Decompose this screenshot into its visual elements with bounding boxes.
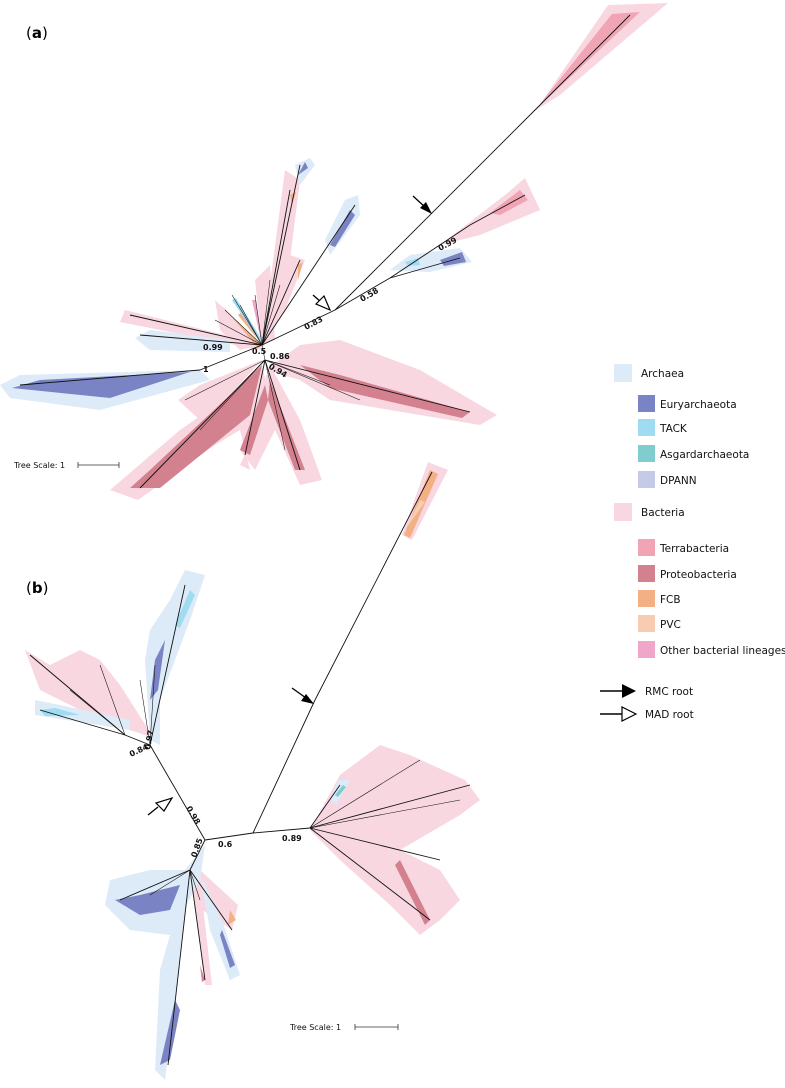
legend-label-other-bacterial-lineages: Other bacterial lineages — [660, 645, 785, 657]
legend-label-fcb: FCB — [660, 594, 681, 606]
panel-b-mad-root-arrow — [147, 796, 174, 816]
panel-b-branches — [29, 471, 471, 1066]
legend-swatch-fcb — [638, 590, 655, 607]
legend-swatch-proteobacteria — [638, 565, 655, 582]
legend-label-terrabacteria: Terrabacteria — [659, 543, 729, 555]
panel-a-scale-label: Tree Scale: 1 — [13, 461, 65, 470]
support-b-0-89: 0.89 — [282, 834, 302, 843]
support-b-0-6: 0.6 — [218, 840, 233, 849]
support-a-0-83: 0.83 — [303, 315, 325, 332]
support-a-0-86: 0.86 — [270, 352, 290, 361]
panel-a-bacteria-shading — [110, 3, 668, 500]
panel-b-scale-bar: Tree Scale: 1 — [289, 1023, 399, 1032]
legend-swatch-asgardarchaeota — [638, 445, 655, 462]
legend-swatch-pvc — [638, 615, 655, 632]
support-b-0-97: 0.97 — [143, 729, 155, 750]
panel-b-rmc-root-arrow — [291, 687, 314, 704]
legend-label-asgardarchaeota: Asgardarchaeota — [660, 449, 749, 461]
legend-label-bacteria: Bacteria — [641, 507, 685, 519]
legend-swatch-other-bacterial-lineages — [638, 641, 655, 658]
panel-a: (a) — [0, 3, 668, 500]
panel-a-group-wedges — [12, 12, 640, 488]
legend-label-proteobacteria: Proteobacteria — [660, 569, 737, 581]
legend-label-archaea: Archaea — [641, 368, 684, 380]
support-a-0-5: 0.5 — [252, 347, 267, 356]
legend: Archaea Euryarchaeota TACK Asgardarchaeo… — [600, 364, 785, 722]
panel-a-rmc-root-arrow — [412, 195, 432, 214]
panel-b: (b) — [25, 462, 480, 1080]
support-a-0-58: 0.58 — [359, 286, 381, 304]
legend-swatch-euryarchaeota — [638, 395, 655, 412]
legend-label-rmc-root: RMC root — [645, 686, 693, 698]
legend-swatch-dpann — [638, 471, 655, 488]
legend-swatch-tack — [638, 419, 655, 436]
panel-a-label: (a) — [26, 24, 48, 42]
legend-rmc-root-arrow-icon — [600, 684, 636, 698]
panel-b-group-wedges — [40, 470, 438, 1065]
panel-b-supports: 0.84 0.97 0.98 0.85 0.6 0.89 — [128, 729, 302, 858]
panel-a-branches — [19, 14, 631, 489]
legend-label-mad-root: MAD root — [645, 709, 694, 721]
panel-a-scale-bar: Tree Scale: 1 — [13, 461, 120, 470]
legend-label-dpann: DPANN — [660, 475, 697, 487]
legend-label-tack: TACK — [659, 423, 688, 435]
legend-mad-root-arrow-icon — [600, 706, 638, 722]
legend-swatch-archaea — [614, 364, 632, 382]
legend-swatch-bacteria — [614, 503, 632, 521]
panel-b-scale-label: Tree Scale: 1 — [289, 1023, 341, 1032]
panel-a-mad-root-arrow — [312, 294, 332, 312]
support-b-0-98: 0.98 — [184, 805, 202, 827]
legend-label-euryarchaeota: Euryarchaeota — [660, 399, 737, 411]
panel-b-label: (b) — [26, 579, 48, 597]
support-a-1: 1 — [203, 365, 209, 374]
legend-swatch-terrabacteria — [638, 539, 655, 556]
panel-b-archaea-shading — [35, 570, 350, 1080]
support-a-0-99-left: 0.99 — [203, 343, 223, 352]
legend-label-pvc: PVC — [660, 619, 681, 631]
